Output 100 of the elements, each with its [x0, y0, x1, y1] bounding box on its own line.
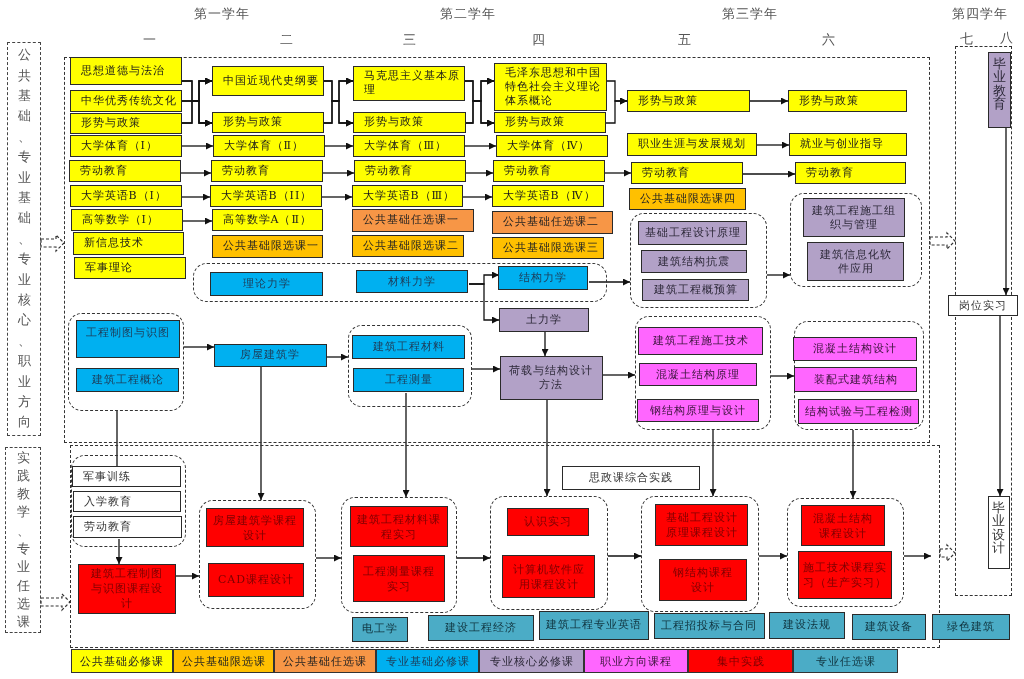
arrow: [749, 97, 789, 105]
course-box: 中国近现代史纲要: [211, 65, 324, 96]
arrow: [604, 169, 632, 177]
course-box: 钢结构课程设计: [659, 559, 747, 601]
dashed-group: [198, 499, 316, 609]
course-box: 劳动教育: [68, 159, 181, 182]
category-box: 公共基础、专业基础、专业核心、职业方向: [7, 42, 41, 436]
dashed-group: [640, 495, 759, 612]
arrow: [257, 366, 265, 501]
dashed-group: [634, 315, 771, 430]
arrow: [462, 193, 493, 201]
course-box: 装配式建筑结构: [794, 367, 917, 392]
course-box: 就业与创业指导: [788, 132, 907, 156]
course-box: 认识实习: [507, 508, 589, 536]
arrow: [758, 552, 788, 560]
course-box: 理论力学: [210, 272, 323, 296]
legend-key: 公共基础必修课: [71, 649, 173, 673]
semester-number: 七: [960, 30, 974, 46]
block-arrow: [929, 231, 956, 251]
course-box: 劳动教育: [210, 159, 323, 182]
arrow: [709, 429, 717, 497]
course-box: 大学英语B（Ⅰ）: [69, 184, 182, 207]
course-box: CAD课程设计: [208, 563, 304, 597]
dashed-region: [64, 57, 930, 443]
course-box: 工程招投标与合同: [653, 612, 765, 639]
course-box: 高等数学（Ⅰ）: [70, 208, 183, 231]
course-box: 公共基础限选课三: [491, 236, 604, 259]
course-box: 思想道德与法治: [69, 56, 182, 85]
course-box: 中华优秀传统文化: [69, 89, 182, 112]
course-box: 电工学: [351, 616, 408, 642]
arrow: [402, 392, 410, 498]
course-box: 建筑工程材料课程实习: [350, 506, 448, 547]
course-box: 工程测量课程实习: [353, 555, 445, 602]
course-box: 工程制图与识图: [76, 320, 180, 358]
semester-number: 三: [403, 31, 417, 47]
course-box: 公共基础限选课二: [351, 234, 464, 257]
course-box: 入学教育: [73, 491, 181, 512]
course-box: 建筑设备: [851, 613, 926, 640]
block-arrow: [40, 592, 71, 612]
arrow: [321, 193, 353, 201]
course-box: 建筑工程概论: [76, 368, 179, 392]
bracket-arrow: [464, 77, 495, 127]
course-box: 混凝土结构原理: [639, 363, 757, 386]
course-box: 土力学: [498, 307, 589, 332]
course-box: 军事理论: [73, 256, 186, 279]
arrow: [849, 429, 857, 499]
semester-number: 二: [280, 31, 294, 47]
legend-key: 专业任选课: [793, 649, 898, 673]
dashed-group: [786, 497, 904, 607]
course-box: 形势与政策: [352, 111, 466, 133]
course-box: 房屋建筑学: [213, 343, 327, 367]
course-box: 基础工程设计原理: [638, 221, 747, 245]
arrow: [543, 399, 551, 497]
year-heading: 第二学年: [440, 5, 496, 21]
arrow: [181, 193, 211, 201]
course-box: 建筑工程施工组织与管理: [803, 198, 905, 237]
course-box: 计算机软件应用课程设计: [502, 555, 595, 598]
block-arrow: [939, 543, 956, 563]
legend-key: 专业核心必修课: [479, 649, 584, 673]
course-box: 形势与政策: [69, 112, 182, 134]
year-heading: 第四学年: [952, 5, 1008, 21]
course-box: 混凝土结构设计: [793, 337, 917, 361]
course-box: 大学英语B（II）: [209, 184, 322, 207]
course-box: 建设法规: [768, 611, 845, 639]
course-box: 大学英语B（Ⅳ）: [491, 184, 604, 207]
course-box: 公共基础任选课一: [351, 208, 474, 232]
course-box: 劳动教育: [794, 161, 906, 184]
course-box: 建筑工程概预算: [642, 279, 749, 301]
course-box: 高等数学A（Ⅱ）: [211, 208, 323, 231]
course-box: 形势与政策: [211, 111, 324, 133]
course-box: 毕业教育: [987, 51, 1011, 128]
course-box: 大学体育（Ⅲ）: [352, 134, 465, 157]
legend-key: 专业基础必修课: [376, 649, 479, 673]
semester-number: 五: [678, 31, 692, 47]
arrow: [181, 142, 214, 150]
course-box: 公共基础限选课一: [211, 234, 323, 258]
course-box: 公共基础任选课二: [491, 210, 613, 234]
arrow: [588, 278, 631, 286]
arrow: [326, 353, 349, 361]
course-box: 劳动教育: [492, 159, 605, 182]
legend-key: 公共基础限选课: [173, 649, 274, 673]
course-box: 建设工程经济: [427, 614, 534, 641]
course-box: 新信息技术: [72, 231, 184, 255]
dashed-group: [789, 192, 922, 287]
arrow: [1002, 127, 1010, 296]
arrow: [602, 371, 636, 379]
course-box: 形势与政策: [787, 89, 907, 112]
arrow: [115, 538, 123, 565]
category-box: 实践教学、专业任选课: [5, 447, 41, 633]
arrow: [541, 331, 549, 357]
arrow: [770, 372, 795, 380]
arrow: [605, 97, 628, 124]
course-box: 大学体育（Ⅳ）: [495, 134, 608, 157]
course-box: 绿色建筑: [932, 614, 1010, 640]
arrow: [607, 552, 642, 560]
course-box: 建筑结构抗震: [641, 250, 747, 273]
block-arrow: [40, 233, 65, 253]
dashed-group: [489, 495, 608, 610]
dashed-group: [793, 320, 924, 430]
course-box: 房屋建筑学课程设计: [206, 508, 304, 547]
